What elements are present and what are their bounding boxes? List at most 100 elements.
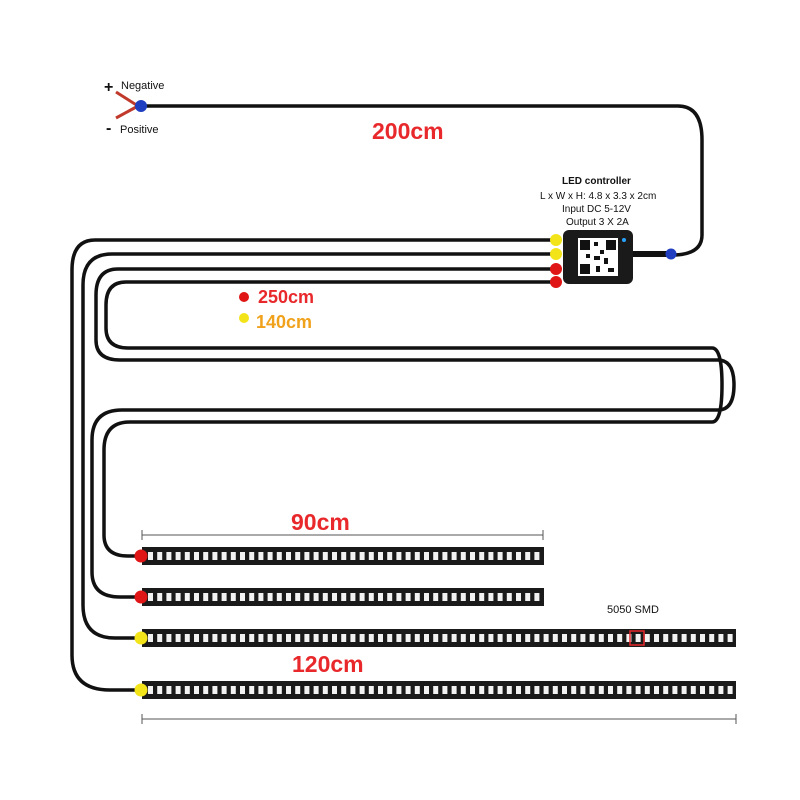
led-chip xyxy=(175,593,181,601)
led-chip xyxy=(313,552,319,560)
led-chip xyxy=(194,634,199,642)
led-chip xyxy=(230,686,236,694)
led-chip xyxy=(258,686,264,694)
cable-second xyxy=(81,252,553,640)
led-chip xyxy=(378,686,383,694)
led-chip xyxy=(359,686,365,694)
led-chip xyxy=(663,634,669,642)
main-cable-length: 200cm xyxy=(372,118,444,144)
led-chip xyxy=(470,686,475,694)
led-chip xyxy=(175,634,181,642)
led-chip xyxy=(497,593,503,601)
led-chip xyxy=(543,686,549,694)
led-chip xyxy=(350,686,356,694)
led-chip xyxy=(212,552,218,560)
led-chip xyxy=(341,593,347,601)
controller-connector-red-2 xyxy=(550,276,562,288)
led-chip xyxy=(709,686,715,694)
led-chip xyxy=(516,593,521,601)
led-chip xyxy=(221,593,227,601)
led-chip xyxy=(451,686,457,694)
led-chip xyxy=(341,552,347,560)
strip-connector-red-1 xyxy=(134,549,148,563)
led-chip xyxy=(157,686,163,694)
led-chip xyxy=(516,634,521,642)
led-chip xyxy=(598,686,604,694)
strip-connector-red-2 xyxy=(134,590,148,604)
led-chip xyxy=(230,593,236,601)
led-chip xyxy=(350,593,356,601)
led-chip xyxy=(414,686,420,694)
led-chip xyxy=(552,686,558,694)
led-chip xyxy=(304,634,310,642)
led-chip xyxy=(433,686,439,694)
led-chip xyxy=(322,686,328,694)
led-chip xyxy=(322,552,328,560)
led-chip xyxy=(405,634,411,642)
led-chip xyxy=(267,552,273,560)
led-chip xyxy=(295,593,301,601)
led-chip xyxy=(313,634,319,642)
led-chip xyxy=(175,686,181,694)
input-connector-blue xyxy=(135,100,147,112)
led-chip xyxy=(203,552,209,560)
positive-label: Positive xyxy=(120,124,159,136)
led-chip xyxy=(424,593,429,601)
led-chip xyxy=(497,686,503,694)
cable-serpentine-outer xyxy=(90,267,736,599)
led-chip xyxy=(276,593,282,601)
led-chip xyxy=(166,634,172,642)
led-chip xyxy=(635,634,641,642)
led-chip xyxy=(249,686,255,694)
led-chip xyxy=(442,634,448,642)
led-chip xyxy=(506,634,512,642)
led-chip xyxy=(479,634,485,642)
led-chip xyxy=(240,686,245,694)
led-chip xyxy=(267,686,273,694)
led-chip xyxy=(157,552,163,560)
qr-pattern xyxy=(580,240,616,274)
led-chip xyxy=(359,593,365,601)
led-chip xyxy=(258,634,264,642)
led-chip xyxy=(626,686,632,694)
led-chip xyxy=(249,593,255,601)
led-chip xyxy=(414,593,420,601)
led-chip xyxy=(690,686,696,694)
led-chip xyxy=(635,686,641,694)
led-chip xyxy=(424,686,429,694)
led-chip xyxy=(433,634,439,642)
led-chip xyxy=(405,686,411,694)
led-chip xyxy=(589,634,595,642)
led-chip xyxy=(571,686,577,694)
led-chip xyxy=(258,552,264,560)
controller-title: LED controller xyxy=(562,176,631,187)
led-chip xyxy=(718,634,724,642)
led-chip xyxy=(488,552,494,560)
led-chip xyxy=(378,593,383,601)
led-chip xyxy=(405,552,411,560)
led-chip xyxy=(194,593,199,601)
led-chip xyxy=(221,686,227,694)
led-chip xyxy=(184,552,190,560)
led-chip xyxy=(350,634,356,642)
legend-dot-yellow xyxy=(239,313,249,323)
led-chip xyxy=(240,593,245,601)
led-chip xyxy=(562,634,567,642)
led-chip xyxy=(488,593,494,601)
led-chip xyxy=(212,686,218,694)
main-power-cable xyxy=(143,104,704,257)
led-chip xyxy=(184,593,190,601)
led-chip xyxy=(580,634,586,642)
led-chip xyxy=(516,686,521,694)
led-chip xyxy=(157,634,163,642)
led-chip xyxy=(276,634,282,642)
smd-label: 5050 SMD xyxy=(607,604,659,616)
led-chip xyxy=(727,634,733,642)
led-chip xyxy=(488,634,494,642)
led-chip xyxy=(368,593,374,601)
controller-connector-yellow-2 xyxy=(550,248,562,260)
strip-connector-yellow-1 xyxy=(134,631,148,645)
led-chip xyxy=(506,593,512,601)
led-chip xyxy=(552,634,558,642)
led-chip xyxy=(571,634,577,642)
